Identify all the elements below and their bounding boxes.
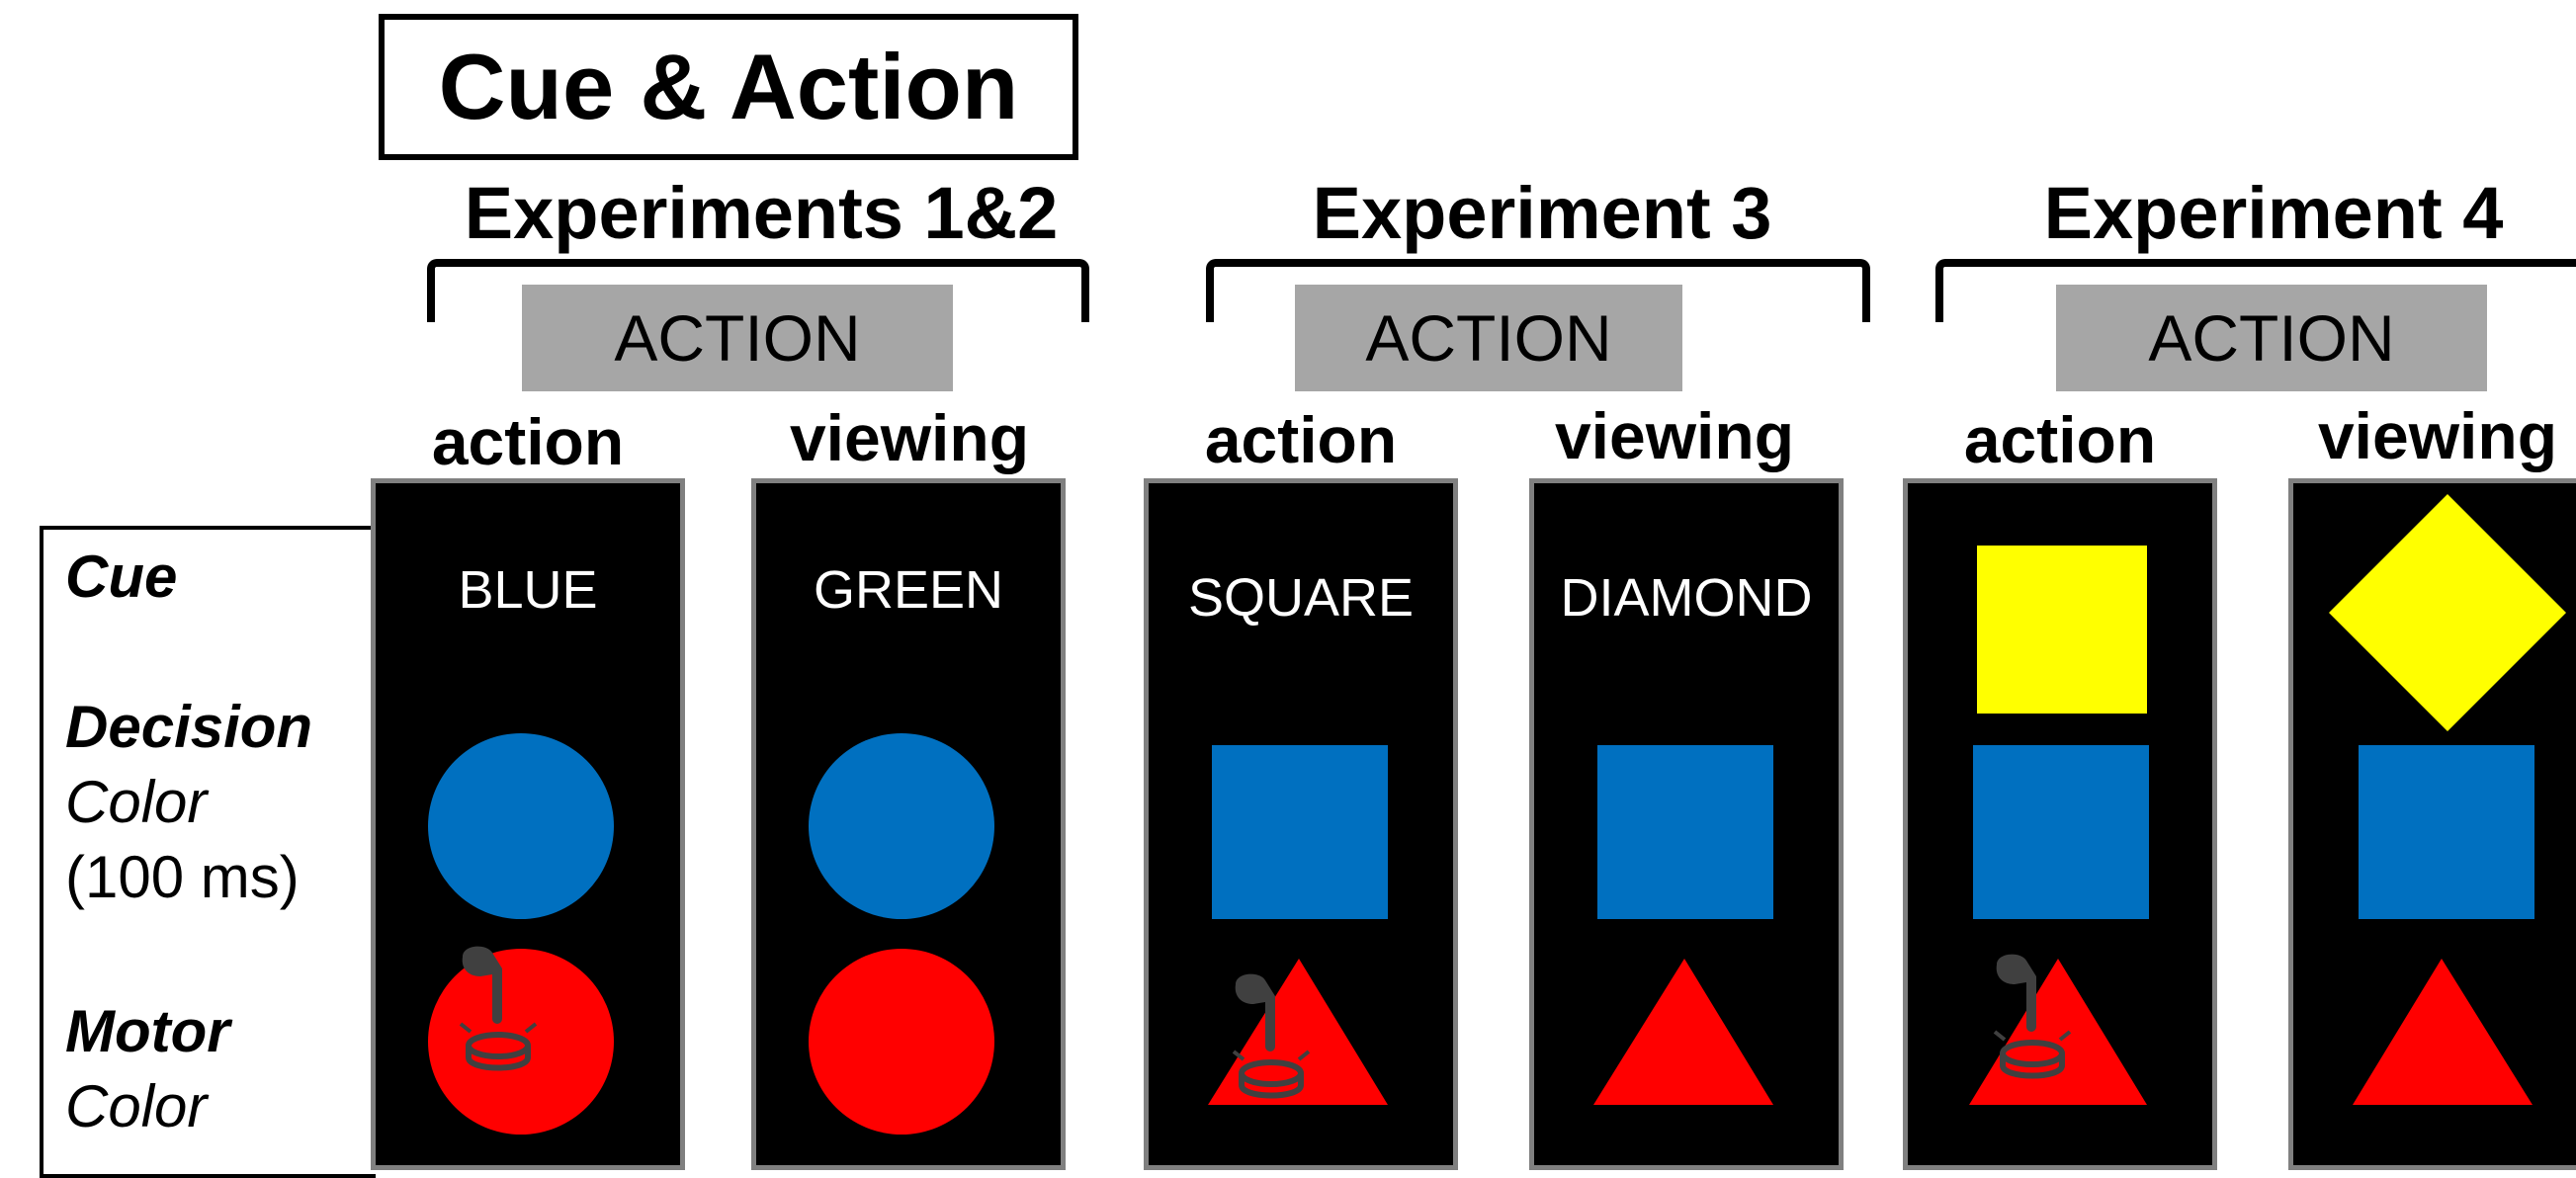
decision-blue-square (1973, 745, 2149, 919)
legend-cue: Cue (65, 544, 178, 610)
experiment-4-bracket (1935, 259, 2576, 322)
legend-decision: Decision (65, 694, 313, 760)
pointing-hand-icon (459, 946, 538, 1071)
legend-motor: Motor (65, 998, 230, 1064)
action-box-exp-1-2: ACTION (522, 285, 953, 391)
cue-text: BLUE (458, 560, 598, 620)
experiment-1-2-bracket (427, 259, 1089, 322)
experiment-4-title: Experiment 4 (2043, 172, 2504, 254)
cue-text: SQUARE (1187, 568, 1415, 628)
motor-red-triangle (1969, 959, 2147, 1105)
decision-blue-square (2359, 745, 2534, 919)
legend-decision-sub: Color (65, 769, 208, 835)
motor-red-triangle (1208, 959, 1388, 1105)
decision-blue-circle (809, 733, 994, 919)
cue-text: GREEN (813, 560, 1004, 620)
column-label-viewing: viewing (2317, 399, 2558, 472)
action-box-exp-3: ACTION (1295, 285, 1682, 391)
cue-text: DIAMOND (1560, 568, 1813, 628)
motor-red-circle (809, 949, 994, 1135)
press-button-icon (459, 1022, 538, 1071)
press-button-icon (1993, 1030, 2072, 1079)
column-label-action: action (431, 405, 625, 478)
decision-blue-circle (428, 733, 614, 919)
column-label-action: action (1204, 403, 1398, 476)
column-label-action: action (1963, 403, 2157, 476)
main-title: Cue & Action (379, 14, 1078, 160)
legend-motor-sub: Color (65, 1073, 208, 1139)
experiment-3-bracket (1206, 259, 1870, 322)
experiment-1-2-title: Experiments 1&2 (464, 172, 1059, 254)
legend-decision-time: (100 ms) (65, 844, 300, 910)
cue-yellow-diamond (2329, 494, 2566, 731)
action-box-exp-4: ACTION (2056, 285, 2487, 391)
pointing-hand-icon (1232, 973, 1311, 1099)
column-label-viewing: viewing (1554, 399, 1795, 472)
experiment-3-title: Experiment 3 (1312, 172, 1772, 254)
motor-red-triangle (1593, 959, 1773, 1105)
decision-blue-square (1212, 745, 1388, 919)
motor-red-triangle (2353, 959, 2533, 1105)
press-button-icon (1232, 1050, 1311, 1099)
pointing-hand-icon (1993, 954, 2072, 1079)
decision-blue-square (1597, 745, 1773, 919)
cue-yellow-square (1977, 546, 2147, 714)
column-label-viewing: viewing (789, 401, 1030, 474)
